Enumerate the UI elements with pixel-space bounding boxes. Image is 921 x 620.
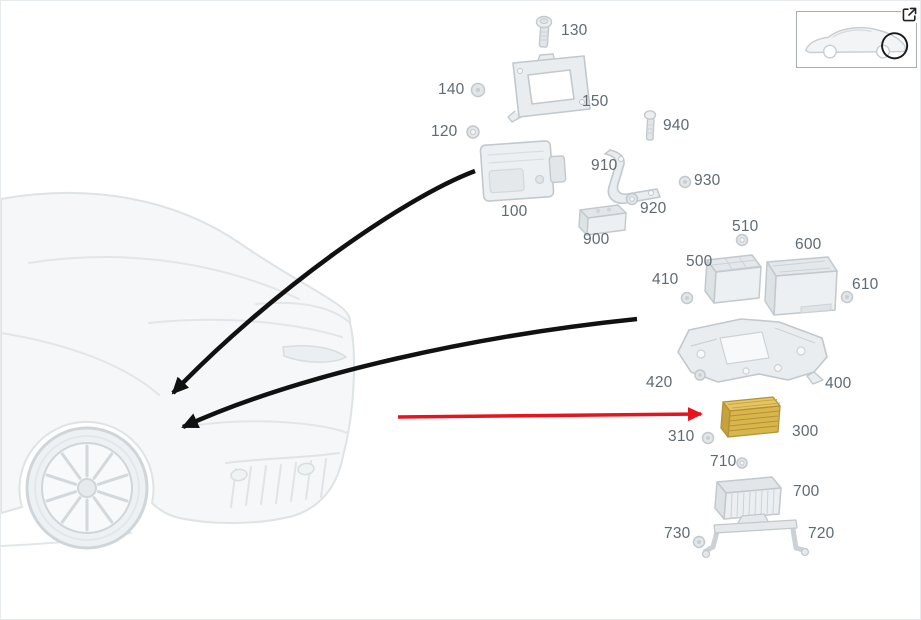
vehicle-overview-thumbnail[interactable] bbox=[796, 11, 917, 68]
part-300-drawing[interactable] bbox=[720, 396, 781, 438]
part-510-drawing[interactable] bbox=[735, 233, 749, 247]
part-940-drawing[interactable] bbox=[643, 110, 657, 141]
arrow-to-vehicle-upper bbox=[171, 168, 476, 395]
highlight-zone-scribble bbox=[881, 32, 909, 60]
part-label-940[interactable]: 940 bbox=[663, 117, 690, 134]
part-label-500[interactable]: 500 bbox=[686, 253, 713, 270]
part-label-900[interactable]: 900 bbox=[583, 231, 610, 248]
part-500-drawing[interactable] bbox=[704, 254, 762, 304]
part-900-drawing[interactable] bbox=[578, 204, 627, 236]
part-410-drawing[interactable] bbox=[680, 291, 694, 305]
arrow-to-vehicle-lower bbox=[181, 316, 638, 430]
part-label-930[interactable]: 930 bbox=[694, 172, 721, 189]
part-label-610[interactable]: 610 bbox=[852, 276, 879, 293]
thumbnail-car-graphic bbox=[804, 27, 909, 60]
part-420-drawing[interactable] bbox=[694, 369, 706, 381]
part-label-700[interactable]: 700 bbox=[793, 483, 820, 500]
part-label-720[interactable]: 720 bbox=[808, 525, 835, 542]
part-label-400[interactable]: 400 bbox=[825, 375, 852, 392]
part-label-730[interactable]: 730 bbox=[664, 525, 691, 542]
part-label-420[interactable]: 420 bbox=[646, 374, 673, 391]
part-720-drawing[interactable] bbox=[701, 513, 810, 559]
part-140-drawing[interactable] bbox=[470, 82, 486, 98]
part-label-310[interactable]: 310 bbox=[668, 428, 695, 445]
wheel-spokes bbox=[45, 444, 129, 532]
part-910-drawing[interactable] bbox=[604, 149, 661, 205]
part-label-300[interactable]: 300 bbox=[792, 423, 819, 440]
part-label-600[interactable]: 600 bbox=[795, 236, 822, 253]
part-label-710[interactable]: 710 bbox=[710, 453, 737, 470]
part-130-drawing[interactable] bbox=[535, 15, 553, 48]
part-label-100[interactable]: 100 bbox=[501, 203, 528, 220]
highlight-arrow-red bbox=[397, 407, 703, 422]
vehicle-rear-ghost bbox=[1, 191, 355, 550]
parts-drawings bbox=[466, 15, 854, 559]
part-120-drawing[interactable] bbox=[466, 125, 480, 139]
part-600-drawing[interactable] bbox=[764, 256, 838, 316]
part-930-drawing[interactable] bbox=[678, 175, 692, 189]
part-label-920[interactable]: 920 bbox=[640, 200, 667, 217]
part-310-drawing[interactable] bbox=[701, 431, 715, 445]
part-100-drawing[interactable] bbox=[479, 140, 567, 202]
part-label-120[interactable]: 120 bbox=[431, 123, 458, 140]
part-label-910[interactable]: 910 bbox=[591, 157, 618, 174]
part-400-drawing[interactable] bbox=[677, 318, 828, 385]
part-label-410[interactable]: 410 bbox=[652, 271, 679, 288]
part-150-drawing[interactable] bbox=[507, 53, 591, 123]
part-700-drawing[interactable] bbox=[714, 476, 782, 520]
part-920-drawing[interactable] bbox=[625, 192, 639, 206]
part-710-drawing[interactable] bbox=[736, 457, 748, 469]
part-label-150[interactable]: 150 bbox=[582, 93, 609, 110]
part-610-drawing[interactable] bbox=[840, 290, 854, 304]
part-730-drawing[interactable] bbox=[692, 535, 706, 549]
part-label-140[interactable]: 140 bbox=[438, 81, 465, 98]
part-label-130[interactable]: 130 bbox=[561, 22, 588, 39]
part-label-510[interactable]: 510 bbox=[732, 218, 759, 235]
open-in-new-icon[interactable] bbox=[901, 6, 918, 23]
callout-arrows bbox=[171, 168, 703, 430]
